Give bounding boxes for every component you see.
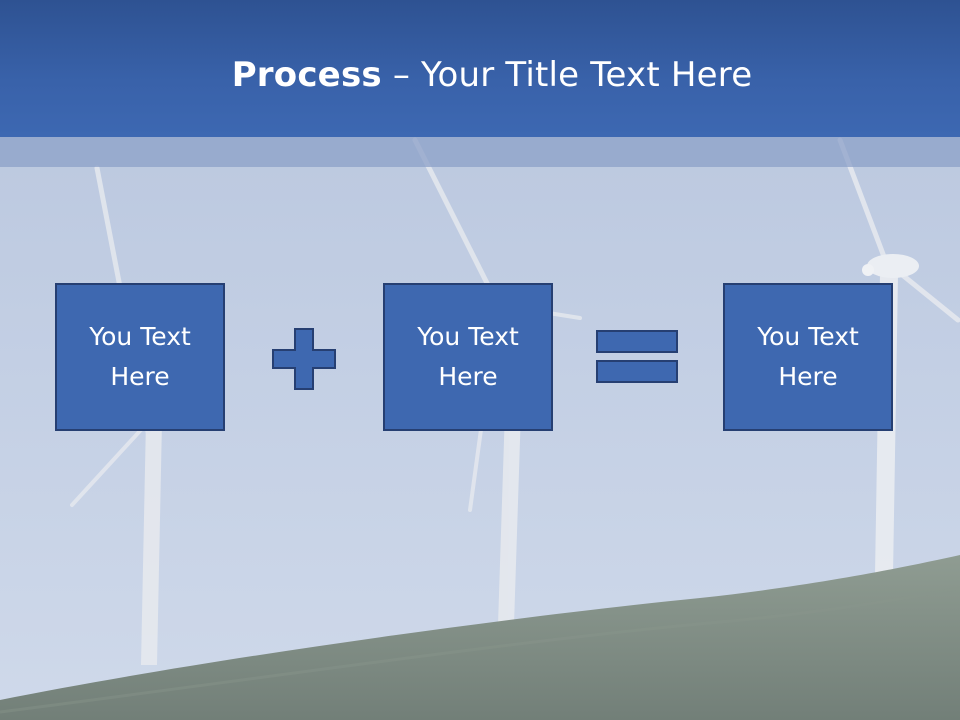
box-1-line-1: You Text bbox=[89, 322, 191, 351]
grass-hill bbox=[0, 555, 960, 720]
title-bold-text: Process bbox=[231, 55, 382, 95]
box-2-line-2: Here bbox=[438, 362, 498, 391]
plus-icon bbox=[272, 328, 336, 390]
box-2-line-1: You Text bbox=[417, 322, 519, 351]
box-1-line-2: Here bbox=[110, 362, 170, 391]
process-box-3[interactable]: You Text Here bbox=[723, 283, 893, 431]
process-box-1[interactable]: You Text Here bbox=[55, 283, 225, 431]
box-3-line-1: You Text bbox=[757, 322, 859, 351]
title-rest-text: – Your Title Text Here bbox=[381, 55, 753, 95]
equals-icon bbox=[596, 330, 678, 383]
header-band bbox=[0, 137, 960, 167]
slide-title: Process – Your Title Text Here bbox=[0, 50, 960, 100]
title-bar bbox=[0, 0, 960, 137]
box-3-line-2: Here bbox=[778, 362, 838, 391]
process-box-2[interactable]: You Text Here bbox=[383, 283, 553, 431]
